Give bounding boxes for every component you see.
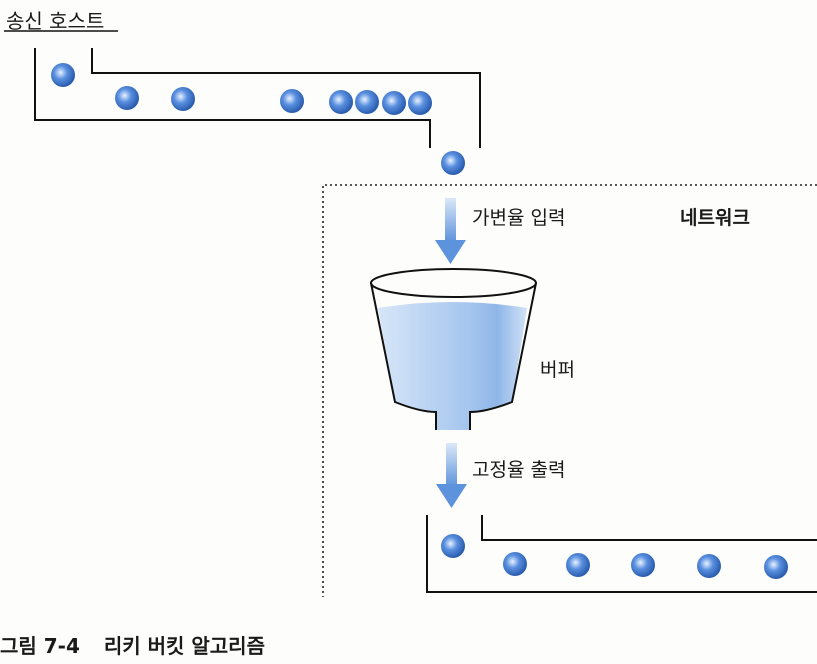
packet xyxy=(764,555,788,579)
packet xyxy=(408,91,432,115)
sender-channel-lower-wall xyxy=(34,48,431,148)
packet xyxy=(355,90,379,114)
packet xyxy=(115,86,139,110)
figure-caption: 그림 7-4 리키 버킷 알고리즘 xyxy=(0,630,265,659)
packet xyxy=(566,553,590,577)
sender-host-label: 송신 호스트 xyxy=(6,9,105,33)
packet xyxy=(51,63,75,87)
output-channel-upper-wall xyxy=(481,515,817,541)
packet xyxy=(631,553,655,577)
packet xyxy=(697,554,721,578)
fixed-output-label: 고정율 출력 xyxy=(472,459,566,481)
network-label: 네트워크 xyxy=(680,207,750,229)
packet xyxy=(441,534,465,558)
input-arrow-icon xyxy=(435,198,466,264)
sender-channel-upper-wall xyxy=(91,48,481,148)
packet xyxy=(382,91,406,115)
sender-packets xyxy=(51,63,465,175)
packet xyxy=(280,89,304,113)
output-channel-lower-wall xyxy=(426,515,817,593)
packet xyxy=(441,151,465,175)
figure-title: 리키 버킷 알고리즘 xyxy=(103,634,265,658)
bucket-buffer xyxy=(370,268,537,430)
variable-input-label: 가변율 입력 xyxy=(472,207,566,229)
output-arrow-icon xyxy=(436,443,467,508)
output-packets xyxy=(441,534,788,579)
figure-number: 그림 7-4 xyxy=(0,634,80,658)
packet xyxy=(171,87,195,111)
packet xyxy=(503,552,527,576)
buffer-label: 버퍼 xyxy=(540,359,575,381)
packet xyxy=(329,90,353,114)
